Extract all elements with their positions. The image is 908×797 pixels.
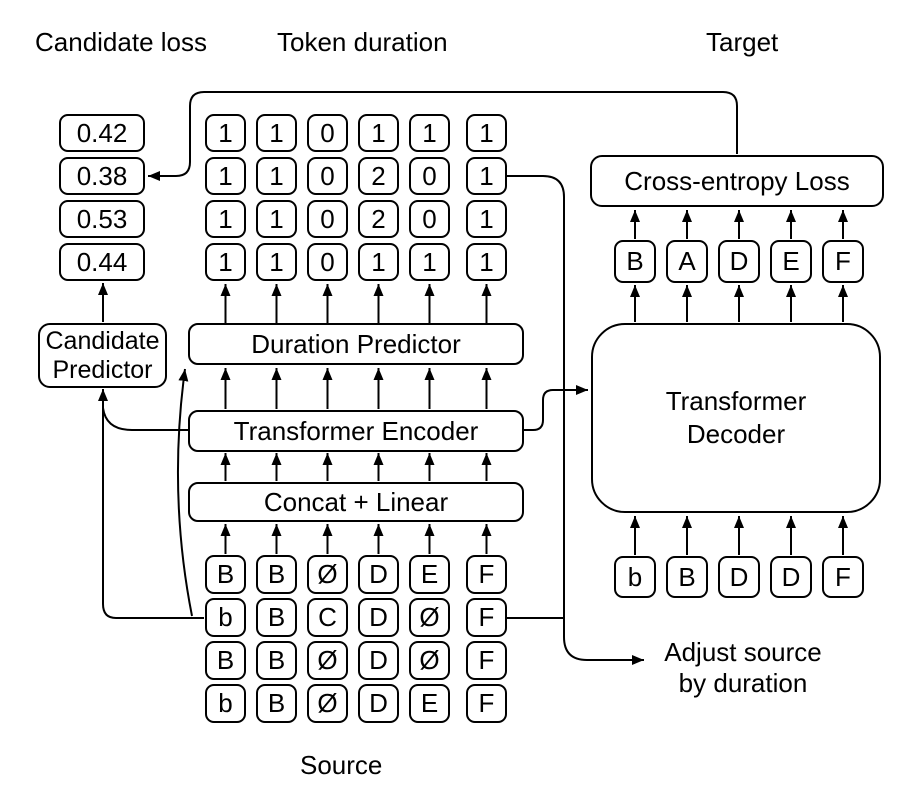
transformer-decoder-block: Transformer Decoder [591, 323, 881, 513]
token-duration-cell: 1 [256, 157, 297, 195]
decoder-input-cell: b [614, 556, 656, 598]
source-token-cell: B [205, 641, 246, 680]
token-duration-cell: 1 [466, 200, 507, 238]
token-duration-cell: 2 [358, 157, 399, 195]
token-duration-cell: 1 [205, 157, 246, 195]
source-token-cell: Ø [409, 598, 450, 637]
token-duration-cell: 1 [358, 114, 399, 152]
target-label: Target [706, 27, 779, 57]
transformer-encoder-block: Transformer Encoder [188, 410, 524, 452]
candidate-loss-value: 0.53 [59, 200, 145, 238]
adjust-source-label: Adjust source by duration [648, 637, 838, 699]
candidate-loss-column: 0.42 0.38 0.53 0.44 [59, 114, 145, 281]
encoder-to-decoder-arrow [524, 385, 588, 431]
token-duration-cell: 1 [466, 157, 507, 195]
decoder-input-cell: B [666, 556, 708, 598]
source-token-cell: Ø [307, 641, 348, 680]
decoder-input-cell: D [718, 556, 760, 598]
source-token-cell: F [466, 641, 507, 680]
source-token-cell: B [256, 684, 297, 723]
encoder-to-candidate-link [102, 407, 188, 431]
transformer-decoder-line1: Transformer [665, 386, 807, 416]
token-duration-cell: 1 [409, 114, 450, 152]
source-token-cell: D [358, 598, 399, 637]
candidate-loss-label: Candidate loss [35, 27, 207, 57]
token-duration-cell: 1 [409, 243, 450, 281]
candidate-predictor-line1: Candidate [45, 326, 160, 355]
source-token-cell: D [358, 555, 399, 594]
concat-linear-block: Concat + Linear [188, 482, 524, 522]
transformer-decoder-line2: Decoder [686, 419, 786, 449]
token-duration-cell: 1 [205, 114, 246, 152]
target-token-cell: F [822, 240, 864, 283]
candidate-predictor-block: Candidate Predictor [38, 323, 167, 388]
token-duration-cell: 0 [307, 243, 348, 281]
token-duration-cell: 1 [256, 243, 297, 281]
token-duration-label: Token duration [277, 27, 448, 57]
decoder-input-cell: F [822, 556, 864, 598]
token-duration-cell: 1 [466, 243, 507, 281]
candidate-loss-value: 0.38 [59, 157, 145, 195]
token-duration-cell: 1 [358, 243, 399, 281]
source-token-cell: b [205, 598, 246, 637]
token-duration-cell: 0 [409, 157, 450, 195]
duration-predictor-block: Duration Predictor [188, 323, 524, 365]
source-token-cell: F [466, 598, 507, 637]
source-token-cell: B [256, 555, 297, 594]
source-token-cell: b [205, 684, 246, 723]
token-duration-cell: 0 [307, 200, 348, 238]
candidate-loss-value: 0.42 [59, 114, 145, 152]
decoder-input-cell: D [770, 556, 812, 598]
candidate-predictor-line2: Predictor [52, 355, 153, 384]
source-token-cell: Ø [307, 555, 348, 594]
target-token-cell: E [770, 240, 812, 283]
source-label: Source [300, 750, 383, 780]
target-token-cell: A [666, 240, 708, 283]
source-token-cell: C [307, 598, 348, 637]
token-duration-cell: 0 [307, 157, 348, 195]
adjust-source-label-line2: by duration [678, 668, 808, 698]
source-token-cell: B [205, 555, 246, 594]
source-token-cell: B [256, 641, 297, 680]
token-duration-cell: 0 [307, 114, 348, 152]
target-token-cell: D [718, 240, 760, 283]
token-duration-cell: 1 [256, 200, 297, 238]
target-token-cell: B [614, 240, 656, 283]
source-token-cell: E [409, 684, 450, 723]
token-duration-cell: 1 [205, 200, 246, 238]
source-token-cell: D [358, 684, 399, 723]
source-token-cell: D [358, 641, 399, 680]
source-token-cell: F [466, 555, 507, 594]
source-token-cell: Ø [307, 684, 348, 723]
token-duration-cell: 1 [256, 114, 297, 152]
adjust-source-label-line1: Adjust source [664, 637, 822, 667]
source-token-cell: Ø [409, 641, 450, 680]
token-duration-cell: 1 [466, 114, 507, 152]
candidate-loss-value: 0.44 [59, 243, 145, 281]
source-token-cell: F [466, 684, 507, 723]
cross-entropy-loss-block: Cross-entropy Loss [590, 155, 884, 207]
token-duration-cell: 1 [205, 243, 246, 281]
source-token-cell: E [409, 555, 450, 594]
source-token-cell: B [256, 598, 297, 637]
token-duration-cell: 2 [358, 200, 399, 238]
token-duration-cell: 0 [409, 200, 450, 238]
